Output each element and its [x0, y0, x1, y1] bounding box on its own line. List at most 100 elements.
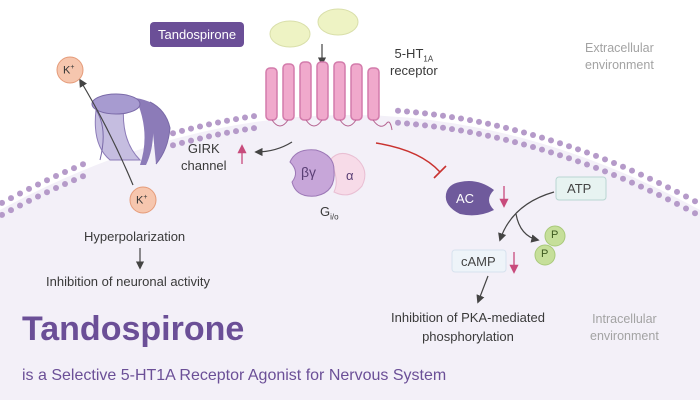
g-protein-label: Gi/o	[320, 205, 339, 222]
membrane-lipid	[683, 205, 689, 212]
membrane-lipid	[539, 134, 545, 141]
membrane-lipid	[53, 185, 59, 192]
membrane-lipid	[224, 117, 230, 124]
phosphate-label: P	[541, 248, 549, 260]
receptor-loops	[271, 119, 393, 131]
membrane-lipid	[233, 116, 239, 123]
phosphate-release-arrow	[515, 213, 540, 243]
membrane-lipid	[656, 180, 662, 187]
membrane-lipid	[512, 127, 518, 134]
membrane-lipid	[449, 114, 455, 121]
ligand-molecule	[317, 8, 359, 36]
membrane-lipid	[242, 114, 248, 121]
membrane-lipid	[584, 161, 590, 168]
membrane-lipid	[539, 146, 545, 153]
ac-inhibition-line	[375, 142, 441, 173]
membrane-lipid	[575, 146, 581, 153]
membrane-lipid	[593, 152, 599, 159]
membrane-lipid	[62, 180, 68, 187]
pka-line2: phosphorylation	[422, 328, 514, 344]
membrane-lipid	[494, 122, 500, 129]
membrane-lipid	[35, 193, 41, 200]
drug-label: Tandospirone	[150, 22, 245, 47]
membrane-lipid	[647, 175, 653, 182]
phosphate-label: P	[551, 229, 559, 241]
membrane-lipid	[431, 123, 437, 130]
membrane-lipid	[530, 131, 536, 138]
intracellular-line2: environment	[590, 328, 659, 343]
adenylyl-cyclase	[445, 181, 494, 216]
g-alpha-label: α	[346, 168, 354, 183]
neuronal-inhibition-label: Inhibition of neuronal activity	[46, 274, 211, 289]
extracellular-line2: environment	[585, 57, 654, 72]
membrane-lipid	[17, 202, 23, 209]
potassium-ion-outside	[56, 56, 84, 84]
membrane-lipid	[692, 198, 698, 205]
membrane-lipid	[440, 124, 446, 131]
membrane-lipid	[467, 117, 473, 124]
membrane-lipid	[197, 135, 203, 142]
membrane-lipid	[602, 168, 608, 175]
membrane-lipid	[413, 121, 419, 128]
k-ion-label-outside: K+	[63, 64, 74, 77]
membrane-lipid	[638, 183, 644, 190]
membrane-lipid	[602, 156, 608, 163]
page-title: Tandospirone	[22, 310, 245, 348]
atp-label: ATP	[567, 181, 592, 196]
membrane-lipid	[467, 129, 473, 136]
membrane-lipid	[683, 193, 689, 200]
extracellular-line1: Extracellular	[585, 41, 654, 55]
extracellular-label: Extracellular environment	[585, 40, 654, 74]
membrane-lipid	[0, 199, 5, 206]
membrane-lipid	[422, 122, 428, 129]
ac-label: AC	[456, 191, 475, 206]
membrane-lipid	[503, 136, 509, 143]
camp-box	[451, 249, 507, 273]
membrane-lipid	[80, 161, 86, 168]
membrane-lipid	[485, 132, 491, 139]
membrane-lipid	[566, 155, 572, 162]
girk-line1: GIRK	[187, 141, 220, 156]
membrane-lipid	[620, 175, 626, 182]
atp-box	[555, 176, 607, 201]
membrane-lipid	[404, 120, 410, 127]
membrane-lipid	[179, 127, 185, 134]
membrane-lipid	[665, 196, 671, 203]
cell-membrane	[0, 107, 698, 218]
membrane-lipid	[35, 181, 41, 188]
membrane-lipid	[179, 139, 185, 146]
hyperpolarization-label: Hyperpolarization	[84, 229, 186, 244]
receptor-name: 5-HT	[394, 46, 424, 61]
membrane-lipid	[476, 130, 482, 137]
membrane-lipid	[224, 129, 230, 136]
receptor-label: 5-HT1A receptor	[390, 47, 438, 77]
membrane-lipid	[521, 129, 527, 136]
membrane-lipid	[26, 185, 32, 192]
intracellular-label: Intracellular environment	[590, 311, 659, 345]
pka-inhibition-label: Inhibition of PKA-mediated phosphorylati…	[391, 309, 545, 347]
membrane-lipid	[206, 121, 212, 128]
membrane-lipid	[422, 110, 428, 117]
membrane-lipid	[26, 197, 32, 204]
membrane-lipid	[674, 200, 680, 207]
membrane-lipid	[188, 137, 194, 144]
k-symbol: K	[136, 194, 144, 207]
membrane-lipid	[611, 172, 617, 179]
membrane-lipid	[242, 126, 248, 133]
membrane-lipid	[449, 126, 455, 133]
membrane-lipid	[620, 163, 626, 170]
membrane-lipid	[251, 113, 257, 120]
membrane-lipid	[53, 173, 59, 180]
k-ion-label-inside: K+	[136, 194, 147, 207]
membrane-lipid	[476, 118, 482, 125]
camp-label: cAMP	[461, 254, 496, 269]
k-efflux-arrow	[79, 78, 134, 186]
membrane-lipid	[512, 139, 518, 146]
cell-interior	[0, 115, 700, 400]
membrane-lipid	[431, 111, 437, 118]
membrane-lipid	[674, 188, 680, 195]
girk-label: GIRK channel	[181, 141, 227, 175]
membrane-lipid	[170, 142, 176, 149]
k-charge: +	[143, 194, 148, 201]
